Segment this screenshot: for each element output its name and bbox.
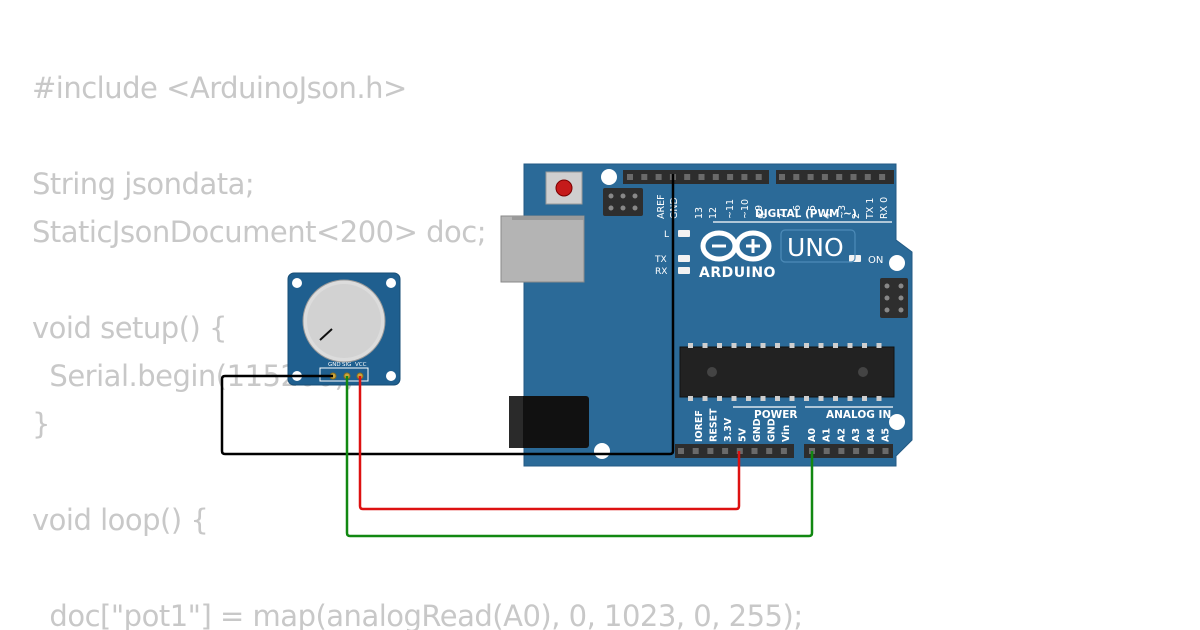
power-pin-label: Vin <box>781 425 792 442</box>
svg-text:UNO: UNO <box>787 233 844 262</box>
wires <box>220 174 814 538</box>
wire-gnd[interactable] <box>220 174 675 456</box>
analog-pin-label: A3 <box>851 428 862 442</box>
code-background: #include <ArduinoJson.h> String jsondata;… <box>32 66 1192 630</box>
dc-jack <box>509 396 589 448</box>
usb-connector <box>500 215 585 283</box>
analog-pin-label: A2 <box>836 428 847 442</box>
icsp-header <box>603 188 643 216</box>
power-header-label: POWER <box>754 409 797 421</box>
digital-pin-label: 12 <box>708 207 719 219</box>
model-badge: UNO <box>780 229 856 263</box>
digital-pin-label: 13 <box>694 207 705 219</box>
analog-pin-label: A1 <box>822 428 833 442</box>
led-tx: TX <box>654 255 690 265</box>
potentiometer-pin-header <box>319 367 369 382</box>
reset-button[interactable] <box>545 171 583 205</box>
power-pin-label: 5V <box>738 427 749 442</box>
wire-vcc[interactable] <box>358 376 741 511</box>
led-l: L <box>664 230 690 240</box>
mounting-hole <box>601 169 617 185</box>
digital-header-label: DIGITAL (PWM ~) <box>755 208 857 220</box>
digital-pin-label: ~6 <box>792 205 803 219</box>
svg-text:L: L <box>664 230 669 240</box>
digital-pin-label: 2 <box>851 213 862 219</box>
digital-pin-label: 4 <box>822 213 833 219</box>
power-pin-label: 3.3V <box>723 417 734 442</box>
digital-pin-label: AREF <box>656 194 667 219</box>
code-line: doc["pot1"] = map(analogRead(A0), 0, 102… <box>32 599 803 630</box>
analog-header <box>804 444 893 458</box>
digital-pin-label: ~11 <box>725 199 736 219</box>
mounting-hole <box>594 443 610 459</box>
digital-pin-label: ~3 <box>837 205 848 219</box>
analog-header-label: ANALOG IN <box>826 409 891 421</box>
code-line: void loop() { <box>32 503 209 537</box>
code-line: #include <ArduinoJson.h> <box>32 71 407 105</box>
wire-signal[interactable] <box>345 376 814 538</box>
digital-pin-label: ~9 <box>754 205 765 219</box>
analog-pin-label: A5 <box>881 428 892 442</box>
arduino-logo-icon <box>700 230 772 262</box>
potentiometer-knob[interactable] <box>302 279 386 363</box>
code-line: String jsondata; <box>32 167 255 201</box>
mounting-hole <box>386 278 396 288</box>
digital-pin-label: 8 <box>758 213 769 219</box>
mounting-hole <box>386 371 396 381</box>
digital-pin-label: TX 1 <box>865 198 876 220</box>
digital-pin-label: 7 <box>778 213 789 219</box>
digital-pin-label: ~5 <box>807 205 818 219</box>
svg-text:TX: TX <box>654 255 667 265</box>
microcontroller-chip <box>679 343 895 401</box>
mounting-hole <box>889 255 905 271</box>
analog-pin-label: A0 <box>807 428 818 442</box>
potentiometer-pin-label: VCC <box>355 362 367 368</box>
led-rx: RX <box>655 267 690 277</box>
digital-pin-label: ~10 <box>740 199 751 219</box>
digital-pin-label: RX 0 <box>879 197 890 219</box>
potentiometer-pin-label: SIG <box>342 362 351 368</box>
power-pin-label: GND <box>767 418 778 442</box>
code-line: void setup() { <box>32 311 228 345</box>
power-pin-label: IOREF <box>694 410 705 442</box>
code-line: } <box>32 407 50 441</box>
digital-pin-label: GND <box>669 197 680 219</box>
brand-text: ARDUINO <box>699 265 776 281</box>
code-line: StaticJsonDocument<200> doc; <box>32 215 486 249</box>
power-pin-label: RESET <box>709 408 720 442</box>
mounting-hole <box>889 414 905 430</box>
power-pin-label: GND <box>752 418 763 442</box>
svg-text:RX: RX <box>655 267 667 277</box>
power-header <box>675 444 794 458</box>
svg-text:ON: ON <box>868 255 883 266</box>
digital-header <box>623 170 894 184</box>
potentiometer-pin-label: GND <box>328 362 341 368</box>
mounting-hole <box>292 278 302 288</box>
icsp-header-right <box>880 278 908 318</box>
analog-pin-label: A4 <box>866 428 877 442</box>
